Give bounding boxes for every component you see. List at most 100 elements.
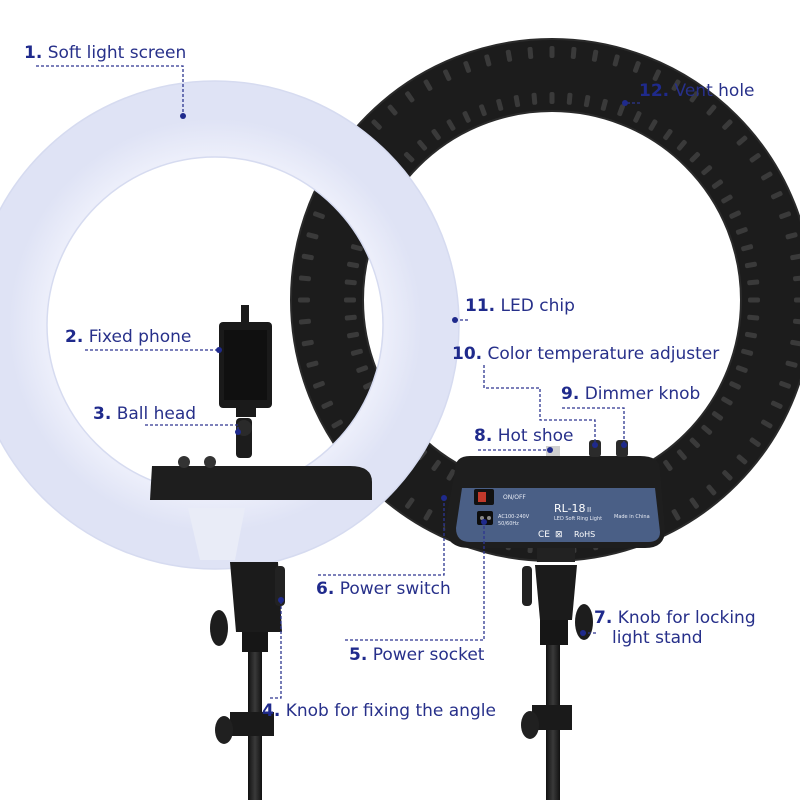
vent-hole (583, 95, 591, 108)
vent-hole (663, 459, 673, 472)
vent-hole (347, 331, 360, 339)
vent-hole (350, 348, 363, 356)
vent-hole (570, 46, 577, 59)
vent-hole (722, 119, 733, 130)
vent-hole (671, 79, 681, 91)
callout-text: Knob for fixing the angle (285, 701, 496, 721)
callout-text: LED chip (500, 296, 575, 316)
callout-angle-knob: 4. Knob for fixing the angle (262, 701, 496, 721)
callout-number: 5. (349, 645, 368, 665)
vent-hole (298, 275, 311, 282)
callout-number: 7. (594, 608, 613, 628)
vent-hole (790, 339, 800, 347)
vent-hole (306, 360, 319, 368)
leader-lines (36, 65, 640, 699)
vent-hole (676, 139, 687, 151)
vent-hole (403, 151, 415, 163)
callout-number: 10. (452, 344, 483, 364)
vent-hole (779, 380, 791, 389)
color-temperature-knob[interactable] (589, 440, 601, 457)
vent-hole (344, 279, 357, 286)
vent-hole (633, 111, 642, 123)
vent-hole (748, 297, 760, 303)
callout-stand-lock-knob: 7. Knob for locking light stand (594, 608, 756, 648)
panel-label-plate (456, 488, 660, 542)
vent-hole (729, 381, 741, 390)
model-subtitle: LED Soft Ring Light (554, 516, 602, 522)
vent-hole (744, 261, 757, 269)
callout-power-socket: 5. Power socket (349, 645, 484, 665)
vent-hole (423, 79, 433, 91)
vent-hole (689, 91, 699, 103)
vent-hole (417, 139, 428, 151)
switch-label: ON/OFF (503, 494, 526, 501)
vent-hole (612, 54, 620, 67)
vent-hole (701, 424, 713, 435)
vent-hole (527, 46, 534, 59)
hot-shoe[interactable] (546, 446, 560, 456)
vent-hole (706, 484, 717, 496)
vent-hole (785, 360, 798, 368)
vent-hole (729, 210, 741, 219)
vent-hole (531, 92, 538, 105)
vent-hole (443, 69, 452, 82)
dimmer-knob[interactable] (616, 440, 628, 457)
vent-hole (721, 194, 733, 204)
vent-hole (749, 153, 761, 163)
callout-hot-shoe: 8. Hot shoe (474, 426, 573, 446)
vent-hole (356, 365, 369, 373)
callout-text: Hot shoe (497, 426, 574, 446)
callout-text: Dimmer knob (584, 384, 701, 404)
model-suffix: II (587, 506, 591, 514)
vent-hole (301, 339, 314, 347)
power-socket[interactable] (477, 511, 493, 525)
power-spec-line-1: AC100-240V (498, 514, 530, 520)
vent-hole (648, 119, 658, 131)
back-ring-light: ON/OFF AC100-240V 50/60Hz RL-18 II LED S… (290, 38, 800, 562)
vent-hole (747, 314, 760, 321)
vent-hole (761, 171, 773, 181)
vent-hole (706, 104, 717, 116)
callout-text: Ball head (116, 404, 197, 424)
callout-number: 9. (561, 384, 580, 404)
vent-hole (617, 104, 625, 117)
ce-mark: CE (538, 530, 550, 540)
callout-dimmer-knob: 9. Dimmer knob (561, 384, 700, 404)
power-spec-line-2: 50/60Hz (498, 521, 519, 527)
vent-hole (484, 54, 492, 67)
vent-hole (301, 253, 314, 261)
callout-text: Vent hole (674, 81, 755, 101)
vent-hole (689, 497, 699, 509)
callout-number: 6. (316, 579, 335, 599)
vent-hole (600, 98, 608, 111)
vent-hole (632, 61, 641, 73)
rohs-mark: RoHS (574, 530, 595, 539)
vent-hole (431, 128, 441, 141)
vent-hole (779, 211, 791, 220)
vent-hole (761, 419, 773, 429)
stand-lock-knob[interactable] (575, 604, 593, 640)
vent-hole (463, 61, 472, 73)
vent-hole (496, 98, 504, 111)
callout-number: 11. (465, 296, 496, 316)
vent-hole (331, 419, 343, 429)
vent-hole (652, 69, 661, 82)
vent-hole (722, 470, 733, 481)
callout-led-chip: 11. LED chip (465, 296, 575, 316)
vent-hole (741, 244, 754, 252)
callout-fixed-phone: 2. Fixed phone (65, 327, 191, 347)
angle-fixing-knob[interactable] (210, 610, 228, 646)
front-ring-light (0, 80, 460, 570)
vent-hole (549, 46, 555, 58)
vent-hole (701, 165, 713, 176)
callout-text: Knob for locking (617, 608, 756, 628)
vent-hole (321, 400, 334, 409)
right-light-stand (521, 548, 593, 800)
vent-hole (446, 469, 456, 481)
vent-hole (387, 104, 398, 116)
vent-hole (735, 365, 748, 373)
callout-color-temperature: 10. Color temperature adjuster (452, 344, 719, 364)
vent-hole (711, 179, 724, 189)
vent-hole (711, 411, 724, 421)
